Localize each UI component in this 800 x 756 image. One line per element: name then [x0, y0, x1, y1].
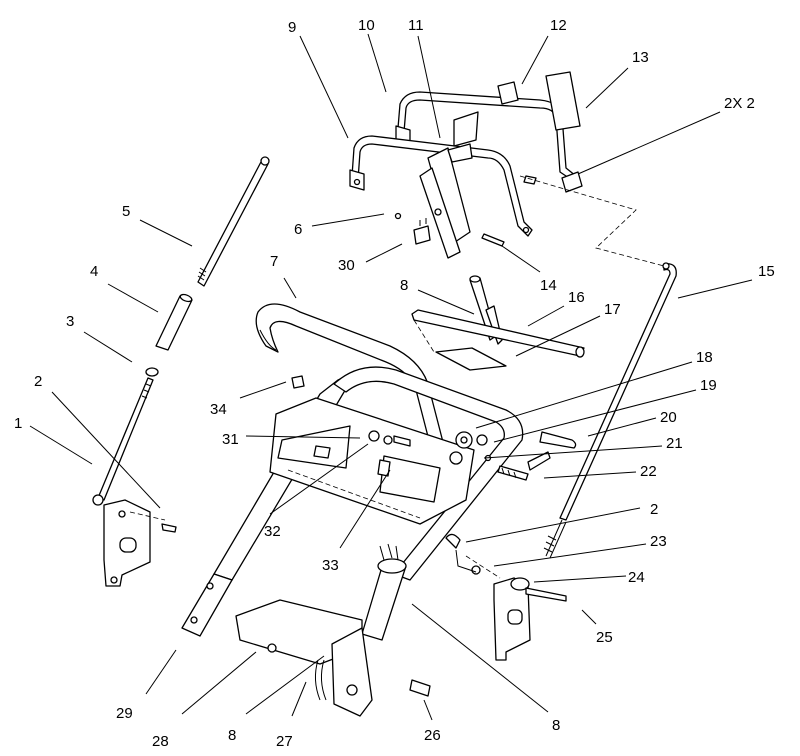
callout-2x2: 2X 2	[724, 95, 755, 112]
callout-17: 17	[604, 301, 621, 318]
callout-2-right: 2	[650, 501, 658, 518]
lever-spring	[527, 451, 551, 471]
left-control-rod-assembly	[92, 156, 270, 587]
flange-nut	[267, 643, 277, 653]
bushing	[393, 435, 411, 447]
callout-8-lower-left: 8	[228, 727, 236, 744]
callout-28: 28	[152, 733, 169, 750]
callout-10: 10	[358, 17, 375, 34]
callout-29: 29	[116, 705, 133, 722]
callout-labels: 1 2 2 3 4 5 6 7 8 8 8 9 10 11 12 13 2X 2…	[14, 17, 775, 750]
pivot-hardware	[291, 375, 577, 481]
callout-32: 32	[264, 523, 281, 540]
callout-22: 22	[640, 463, 657, 480]
callout-leaders	[29, 33, 753, 721]
callout-19: 19	[700, 377, 717, 394]
control-cable	[543, 262, 677, 559]
lower-handle-frame	[181, 366, 524, 641]
callout-13: 13	[632, 49, 649, 66]
upper-control-rod	[197, 159, 269, 287]
decal-large	[545, 71, 581, 131]
handle-cross-tube	[411, 309, 585, 357]
small-bolt	[394, 212, 402, 220]
callout-25: 25	[596, 629, 613, 646]
callout-31: 31	[222, 431, 239, 448]
callout-5: 5	[122, 203, 130, 220]
clamp-screw	[525, 587, 567, 602]
rod-end-fitting	[260, 156, 270, 166]
small-decal	[291, 375, 305, 389]
callout-12: 12	[550, 17, 567, 34]
lower-mount-bracket	[235, 599, 431, 717]
decal-small	[497, 81, 519, 105]
callout-8-lower-right: 8	[552, 717, 560, 734]
hairpin-cotter	[161, 523, 177, 533]
callout-4: 4	[90, 263, 98, 280]
callout-3: 3	[66, 313, 74, 330]
callout-34: 34	[210, 401, 227, 418]
cross-tube-cover	[435, 347, 507, 371]
callout-33: 33	[322, 557, 339, 574]
nut	[368, 430, 380, 442]
callout-7: 7	[270, 253, 278, 270]
callout-6: 6	[294, 221, 302, 238]
callout-30: 30	[338, 257, 355, 274]
callout-8-upper: 8	[400, 277, 408, 294]
mounting-bolt	[409, 679, 431, 697]
rod-sleeve	[155, 295, 193, 351]
callout-14: 14	[540, 277, 557, 294]
rod-clip	[145, 367, 159, 377]
callout-24: 24	[628, 569, 645, 586]
pivot-pin	[539, 431, 577, 449]
carriage-bolt	[481, 233, 505, 247]
front-bail	[351, 135, 533, 237]
lower-control-rod	[97, 377, 154, 501]
callout-16: 16	[568, 289, 585, 306]
callout-1: 1	[14, 415, 22, 432]
callout-21: 21	[666, 435, 683, 452]
lever-bolt	[497, 465, 529, 481]
callout-26: 26	[424, 727, 441, 744]
callout-9: 9	[288, 19, 296, 36]
cable-clamp	[510, 577, 530, 591]
callout-11: 11	[408, 17, 424, 34]
callout-15: 15	[758, 263, 775, 280]
callout-23: 23	[650, 533, 667, 550]
upper-handle-assembly	[349, 71, 665, 345]
callout-2: 2	[34, 373, 42, 390]
rear-bail	[397, 91, 577, 181]
callout-27: 27	[276, 733, 293, 750]
safety-switch	[413, 225, 431, 245]
callout-20: 20	[660, 409, 677, 426]
spacer	[476, 434, 488, 446]
callout-18: 18	[696, 349, 713, 366]
right-control-bracket-assembly	[445, 533, 567, 661]
handle-knob	[561, 171, 583, 193]
tube-collar	[377, 558, 407, 574]
hairpin-clip	[445, 533, 461, 549]
